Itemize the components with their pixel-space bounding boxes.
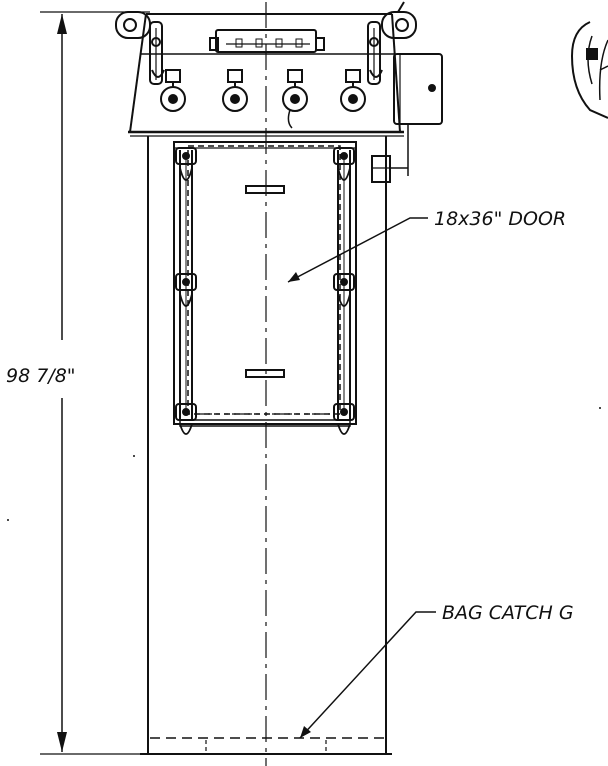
door-clamp-mid-left — [175, 273, 197, 307]
lifting-lug-right — [381, 11, 417, 39]
bag-catch-grate — [150, 737, 384, 752]
head-clamp-left — [149, 21, 165, 85]
plenum-head — [128, 13, 404, 137]
height-dimension-label: 98 7/8" — [6, 365, 76, 387]
control-enclosure — [371, 53, 443, 183]
side-view-fragment — [570, 21, 608, 119]
door-clamp-bottom-right — [333, 403, 355, 435]
arrow-down-icon — [57, 732, 67, 752]
pulse-valve-4 — [340, 69, 366, 112]
leader-arrow-icon — [288, 272, 300, 282]
door-leader — [287, 217, 428, 283]
door-clamp-top-right — [333, 147, 355, 181]
pulse-valve-3 — [282, 69, 308, 129]
door-clamp-mid-right — [333, 273, 355, 307]
height-dimension-line — [40, 11, 150, 755]
door-frame — [173, 141, 357, 427]
door-clamp-bottom-left — [175, 403, 197, 435]
pulse-valve-2 — [222, 69, 248, 112]
head-clamp-right — [367, 21, 383, 85]
leader-arrow-icon — [300, 726, 311, 738]
pulse-valve-1 — [160, 69, 186, 112]
door-clamp-top-left — [175, 147, 197, 181]
bag-catch-leader — [299, 611, 436, 739]
solenoid-manifold — [209, 29, 325, 53]
door-handle-lower — [245, 369, 285, 378]
door-label: 18x36" DOOR — [434, 208, 566, 230]
arrow-up-icon — [57, 14, 67, 34]
housing-body — [140, 136, 392, 755]
bag-catch-label: BAG CATCH G — [442, 602, 574, 624]
door-handle-upper — [245, 185, 285, 194]
